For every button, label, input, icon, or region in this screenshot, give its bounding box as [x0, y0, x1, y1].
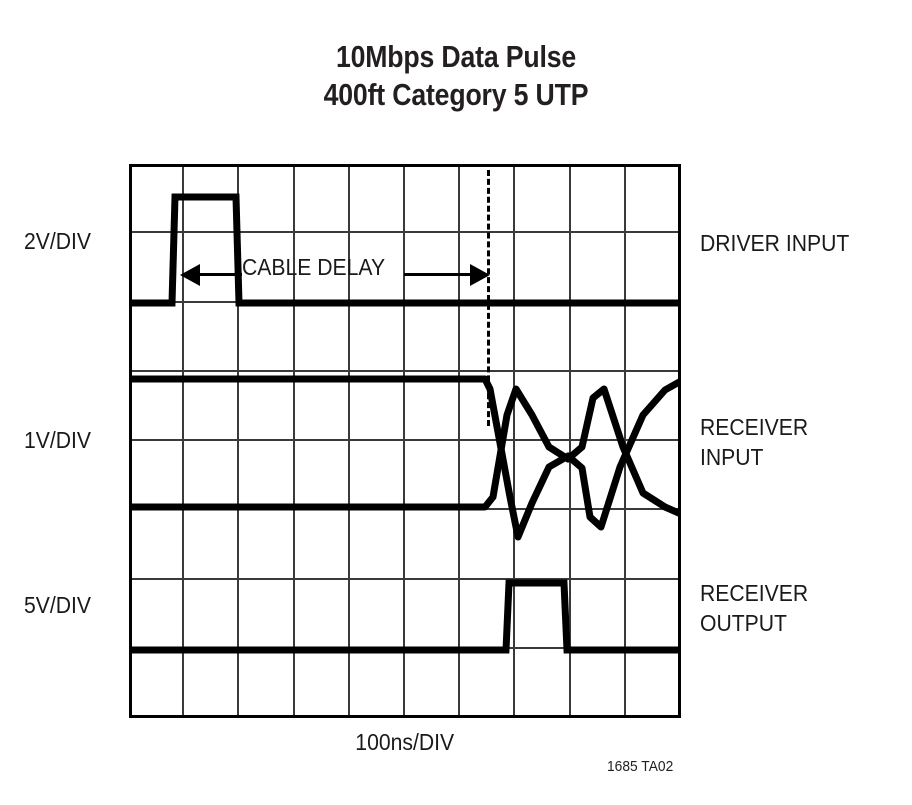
- grid-hline: [129, 577, 681, 580]
- grid-vline: [237, 164, 240, 718]
- x-axis-label: 100ns/DIV: [129, 729, 681, 756]
- grid-vline: [623, 164, 626, 718]
- trace-label-driver-input-line1: DRIVER INPUT: [700, 230, 850, 256]
- title-line-2: 400ft Category 5 UTP: [323, 77, 589, 112]
- grid-vline: [403, 164, 405, 718]
- trace-label-receiver-input-line2: INPUT: [700, 444, 764, 470]
- cable-delay-text: CABLE DELAY: [242, 254, 386, 280]
- trace-label-receiver-output-line1: RECEIVER: [700, 580, 809, 606]
- grid-vline: [513, 164, 516, 718]
- cable-delay-label: CABLE DELAY: [242, 254, 398, 281]
- trace-driver-input: [129, 193, 681, 307]
- grid-vline: [458, 164, 461, 718]
- grid-vline: [568, 164, 571, 718]
- grid-vline: [182, 164, 185, 718]
- grid-vline: [347, 164, 350, 718]
- grid-hline: [129, 439, 681, 441]
- graticule-frame: [129, 164, 681, 718]
- trace-label-receiver-input-line1: RECEIVER: [700, 414, 809, 440]
- trace-label-receiver-output-line2: OUTPUT: [700, 610, 787, 636]
- cable-delay-cursor-line: [487, 170, 490, 426]
- y-label-receiver-input: 1V/DIV: [24, 427, 92, 453]
- trace-label-driver-input: DRIVER INPUT: [700, 228, 849, 258]
- y-label-driver-input: 2V/DIV: [24, 228, 92, 254]
- grid-vline: [292, 164, 295, 718]
- grid-hline: [129, 231, 681, 234]
- y-label-receiver-output: 5V/DIV: [24, 592, 92, 618]
- arrow-right-icon: [470, 264, 490, 286]
- scope-traces: [129, 193, 681, 654]
- trace-receiver-input-lower: [129, 385, 681, 518]
- oscilloscope-graticule: [129, 164, 681, 718]
- trace-label-receiver-input: RECEIVER INPUT: [700, 412, 808, 472]
- x-axis-label-text: 100ns/DIV: [355, 729, 455, 755]
- cable-delay-annotation: CABLE DELAY: [180, 254, 490, 292]
- grid-hline: [129, 369, 681, 372]
- arrow-left-icon: [180, 264, 200, 286]
- title-line-1: 10Mbps Data Pulse: [335, 39, 577, 74]
- chart-title: 10Mbps Data Pulse 400ft Category 5 UTP: [0, 38, 912, 114]
- figure-credit-text: 1685 TA02: [607, 758, 674, 775]
- arrow-line-left: [198, 273, 242, 276]
- arrow-line-right: [404, 273, 472, 276]
- trace-label-receiver-output: RECEIVER OUTPUT: [700, 578, 808, 638]
- trace-receiver-output: [129, 579, 681, 654]
- figure-credit: 1685 TA02: [607, 758, 679, 775]
